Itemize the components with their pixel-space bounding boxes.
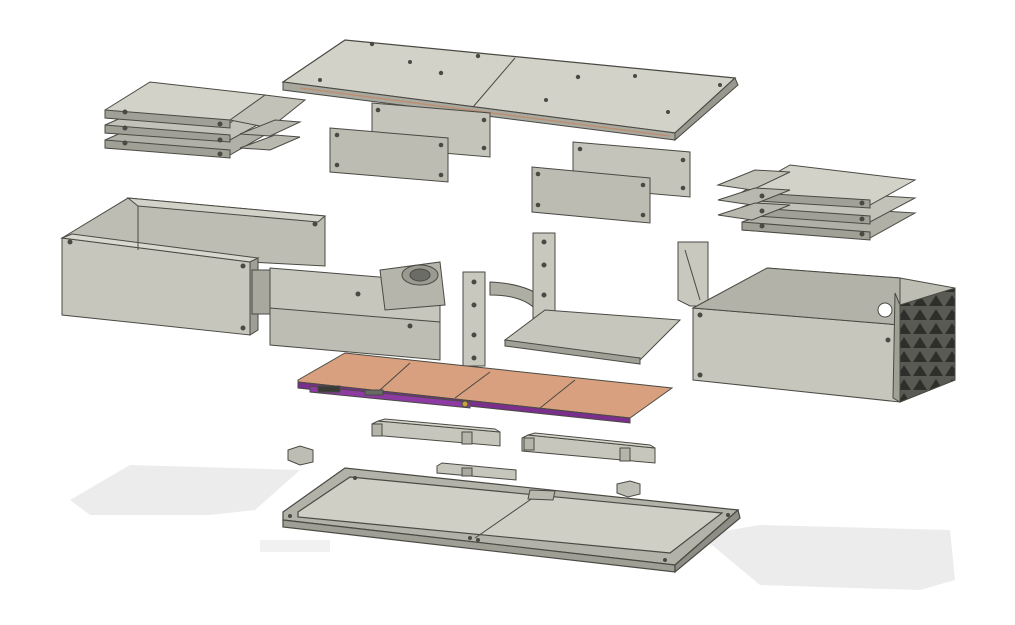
enclosure-left-half <box>60 197 327 336</box>
drive-stack-left <box>104 81 307 159</box>
clip-left <box>287 445 314 466</box>
enclosure-right-half <box>691 267 956 403</box>
side-plate-d <box>531 166 651 224</box>
top-lid <box>281 39 739 142</box>
connector-bracket <box>436 462 517 481</box>
rail-right <box>521 432 656 464</box>
mainboard <box>297 352 674 424</box>
drive-stack-right <box>716 164 917 241</box>
ground-shadows <box>70 465 955 590</box>
side-plate-b <box>329 127 449 183</box>
rail-left <box>371 418 501 447</box>
clip-right <box>616 480 641 498</box>
bottom-tray <box>282 467 741 574</box>
cooling-assembly <box>269 232 709 367</box>
